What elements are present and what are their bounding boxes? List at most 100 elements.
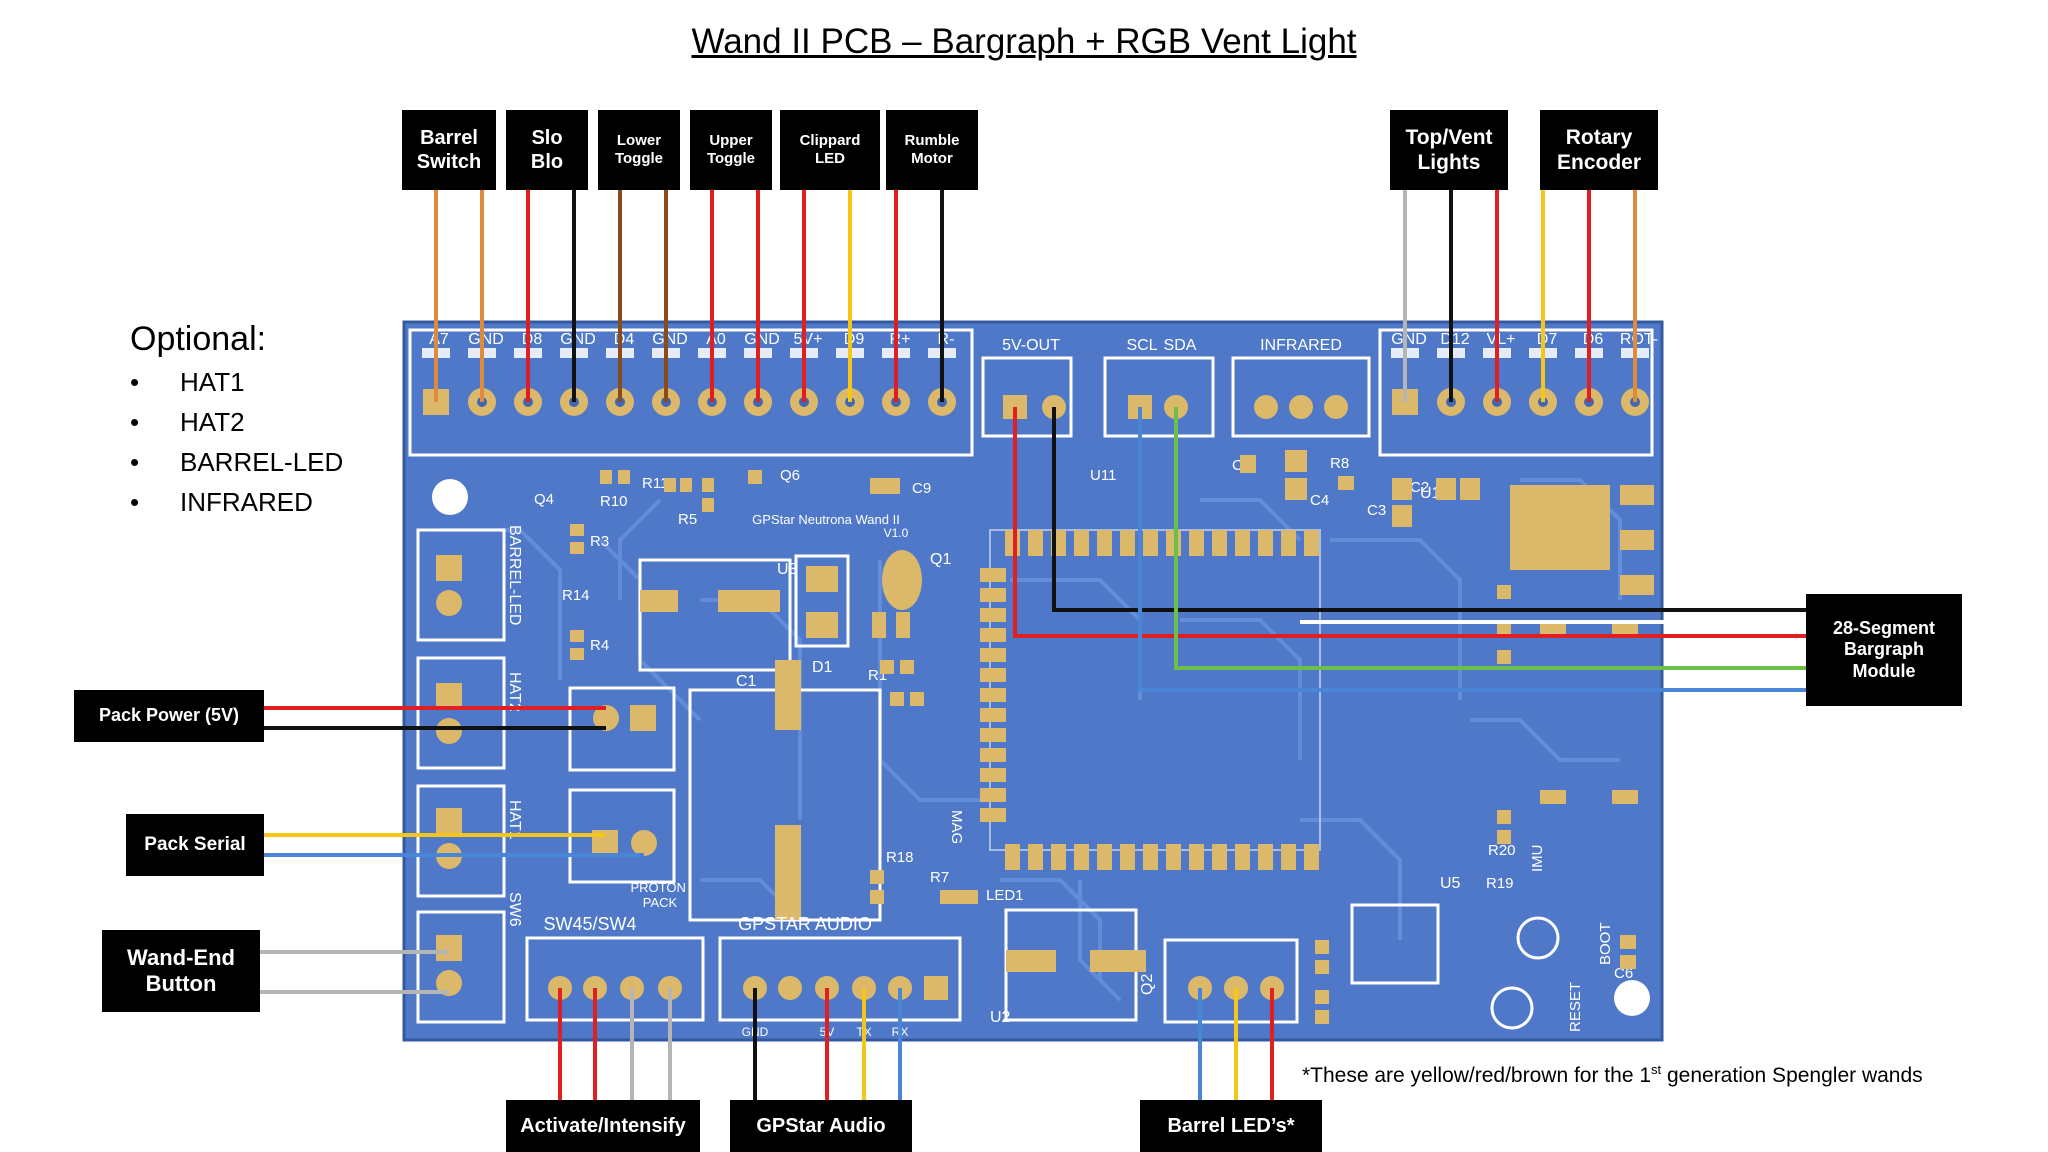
brand-label: GPStar Neutrona Wand II <box>752 512 900 527</box>
smd-pad <box>1540 790 1566 804</box>
esp-pads-bottom <box>1005 844 1319 870</box>
q1-transistor <box>882 550 922 610</box>
smd-pad <box>1620 935 1636 949</box>
ref-r7: R7 <box>930 869 949 886</box>
smd-pad <box>1436 478 1456 500</box>
esp-pad <box>1235 844 1250 870</box>
five-v-out-connector <box>981 356 1073 438</box>
esp-pad <box>1189 530 1204 556</box>
gpstar-audio-label-box: GPStar Audio <box>730 1100 912 1152</box>
ref-r10: R10 <box>600 493 628 510</box>
esp-pad <box>1304 530 1319 556</box>
esp-pad <box>980 588 1006 602</box>
smd-pad <box>664 478 676 492</box>
c1-pad-bottom <box>775 825 801 920</box>
smd-pad <box>570 648 584 660</box>
bargraph-wire-green <box>1174 407 1806 670</box>
esp-pad <box>1143 844 1158 870</box>
sw45-label: SW45/SW4 <box>543 914 636 934</box>
esp-pad <box>1212 530 1227 556</box>
header-pin-label: 5V+ <box>794 331 823 348</box>
esp-pad <box>1166 530 1181 556</box>
smd-pad <box>940 890 978 904</box>
sw45-connector <box>525 936 705 1022</box>
esp-pad <box>1097 844 1112 870</box>
scl-sda-connector <box>1103 356 1215 438</box>
upper-toggle-label-box: Upper Toggle <box>690 110 772 190</box>
smd-pad <box>870 890 884 904</box>
ref-c4: C4 <box>1310 492 1329 509</box>
five-v-out-label: 5V-OUT <box>1002 337 1060 354</box>
esp-pad <box>980 668 1006 682</box>
ref-c3: C3 <box>1367 502 1386 519</box>
wand-end-button-label-box: Wand-End Button <box>102 930 260 1012</box>
optional-heading: Optional: <box>130 320 267 358</box>
header-pin-label: GND <box>744 331 780 348</box>
bargraph-module-label-box: 28-Segment Bargraph Module <box>1806 594 1962 706</box>
rumble-motor-label-box: Rumble Motor <box>886 110 978 190</box>
top-vent-lights-label-box: Top/Vent Lights <box>1390 110 1508 190</box>
hat2-connector <box>416 656 506 770</box>
gpstar-audio-connector <box>718 936 962 1022</box>
smd-pad <box>1240 455 1256 473</box>
component-refs: Q4 R3 R14 R4 R10 R11 R5 Q6 C9 R1 R18 R7 … <box>534 455 1633 982</box>
smd-pad <box>570 542 584 554</box>
d1-pad-bottom <box>806 612 838 638</box>
ref-c2: C2 <box>1410 479 1429 496</box>
u2-pad-left <box>1006 950 1056 972</box>
boot-button <box>1516 916 1560 960</box>
optional-list: Optional: HAT1HAT2BARREL-LEDINFRARED <box>130 320 343 527</box>
header-pin-label: D6 <box>1583 331 1604 348</box>
right-header-block <box>1378 328 1654 457</box>
esp-pad <box>980 728 1006 742</box>
hat1-connector <box>416 784 506 898</box>
ref-u3: U3 <box>777 561 798 578</box>
esp-pad <box>980 688 1006 702</box>
u10-pad-1 <box>1620 485 1654 505</box>
u2-pad-right <box>1090 950 1146 972</box>
slo-blo-label-box: Slo Blo <box>506 110 588 190</box>
ref-led1: LED1 <box>986 887 1024 904</box>
ref-r18: R18 <box>886 849 914 866</box>
smd-pad <box>910 692 924 706</box>
ref-r4: R4 <box>590 637 609 654</box>
proton-pack-line-2: PACK <box>643 895 678 910</box>
smd-pad <box>1315 1010 1329 1024</box>
optional-item: INFRARED <box>130 487 343 518</box>
gpstar-audio-pcb-label: GPSTAR AUDIO <box>738 914 872 934</box>
q1-leg-1 <box>872 612 886 638</box>
header-pin-label: VL+ <box>1487 331 1516 348</box>
footnote-text: *These are yellow/red/brown for the 1 <box>1302 1064 1652 1087</box>
esp-pad <box>980 788 1006 802</box>
esp-pad <box>1074 844 1089 870</box>
barrel-led-pad-2 <box>436 590 462 616</box>
ref-u5: U5 <box>1440 875 1461 892</box>
header-pin-label: GND <box>1391 331 1427 348</box>
pack-serial-label-box: Pack Serial <box>126 814 264 876</box>
barrel-leds-connector <box>1163 938 1299 1024</box>
smd-pad <box>600 470 612 484</box>
smd-pad <box>1460 478 1480 500</box>
smd-pad <box>1612 790 1638 804</box>
ref-q1: Q1 <box>930 551 951 568</box>
esp-pad <box>980 748 1006 762</box>
esp-pad <box>1258 530 1273 556</box>
infrared-label: INFRARED <box>1260 337 1342 354</box>
header-pin-label: R+ <box>890 331 911 348</box>
esp-pad <box>980 648 1006 662</box>
pack-power-pad-2 <box>630 705 656 731</box>
header-pin-label: D8 <box>522 331 543 348</box>
barrel-led-connector <box>416 528 506 642</box>
lower-toggle-label-box: Lower Toggle <box>598 110 680 190</box>
hat2-label: HAT2 <box>506 672 523 712</box>
u10-chip <box>1510 485 1610 570</box>
esp-pad <box>1189 844 1204 870</box>
page-title: Wand II PCB – Bargraph + RGB Vent Light <box>691 22 1357 61</box>
u10-pad-3 <box>1620 575 1654 595</box>
sw6-connector <box>416 910 506 1024</box>
left-header-block <box>408 328 974 457</box>
activate-intensify-label-box: Activate/Intensify <box>506 1100 700 1152</box>
c1-pad-top <box>775 660 801 730</box>
smd-pad <box>1497 830 1511 844</box>
